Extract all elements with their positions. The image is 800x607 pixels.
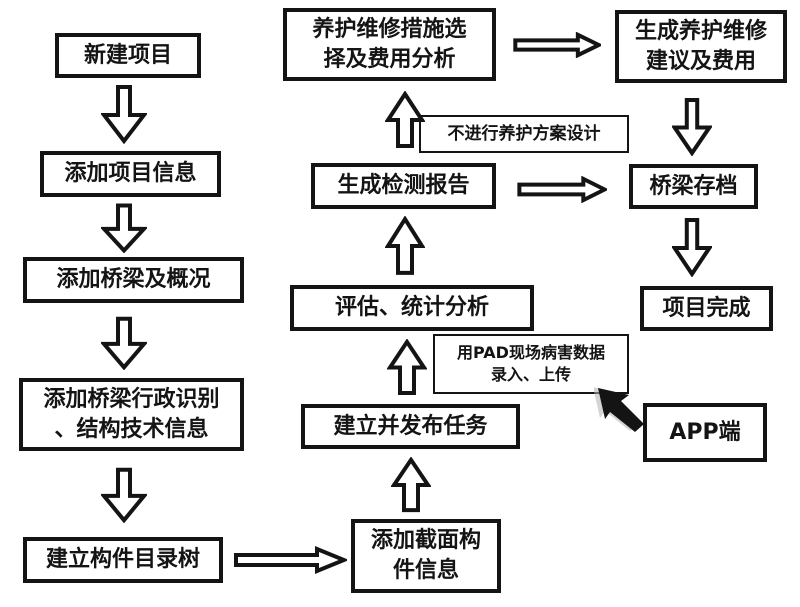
flow-node-new-project-label: 新建项目	[83, 42, 172, 68]
flow-node-generate-inspection-report: 生成检测报告	[311, 163, 496, 209]
flow-node-bridge-archive: 桥梁存档	[629, 164, 758, 209]
flow-node-add-project-info: 添加项目信息	[40, 151, 221, 197]
flow-node-add-section-component-info: 添加截面构 件信息	[351, 519, 501, 593]
annotation-no-maintenance-plan-design-label: 不进行养护方案设计	[447, 123, 601, 144]
flow-node-project-complete-label: 项目完成	[662, 295, 751, 321]
arrow-down-add-bridge-admin-info-to-build-component-tree	[101, 467, 147, 523]
annotation-pad-field-data-upload-label: 用PAD现场病害数据 录入、上传	[457, 343, 605, 384]
arrow-down-add-bridge-overview-to-add-bridge-admin-info	[101, 316, 147, 370]
annotation-pad-field-data-upload: 用PAD现场病害数据 录入、上传	[433, 334, 629, 394]
arrow-right-maintenance-measures-to-generate-suggestion	[513, 32, 601, 58]
arrow-down-new-project-to-add-project-info	[101, 84, 147, 144]
arrow-up-add-section-component-to-create-publish-task	[391, 457, 431, 513]
flow-node-add-project-info-label: 添加项目信息	[64, 161, 197, 187]
flow-node-create-publish-task-label: 建立并发布任务	[333, 413, 488, 439]
flow-node-project-complete: 项目完成	[640, 286, 773, 331]
flow-node-add-bridge-admin-info-label: 添加桥梁行政识别 、结构技术信息	[43, 386, 220, 442]
flow-node-maintenance-measure-selection: 养护维修措施选 择及费用分析	[283, 8, 496, 81]
arrow-up-generate-report-to-maintenance-measures	[385, 91, 425, 149]
annotation-no-maintenance-plan-design: 不进行养护方案设计	[419, 115, 629, 153]
flow-node-add-bridge-overview-label: 添加桥梁及概况	[56, 267, 211, 293]
arrow-up-evaluate-statistics-to-generate-report	[385, 216, 425, 276]
flow-node-app-side: APP端	[643, 403, 767, 462]
flow-node-build-component-tree: 建立构件目录树	[23, 537, 223, 583]
flow-node-bridge-archive-label: 桥梁存档	[649, 173, 738, 199]
cursor-pointer-app-to-pad-annotation	[594, 387, 644, 432]
flow-node-add-bridge-admin-info: 添加桥梁行政识别 、结构技术信息	[19, 378, 244, 451]
arrow-right-build-component-tree-to-add-section-component	[233, 546, 347, 574]
arrow-down-add-project-info-to-add-bridge-overview	[101, 203, 147, 253]
flow-node-app-side-label: APP端	[669, 419, 741, 445]
flow-node-add-bridge-overview: 添加桥梁及概况	[23, 257, 244, 303]
flow-node-maintenance-measure-selection-label: 养护维修措施选 择及费用分析	[312, 16, 467, 72]
arrow-down-generate-suggestion-to-bridge-archive	[672, 97, 712, 156]
flow-node-evaluate-statistics-label: 评估、统计分析	[334, 295, 489, 321]
flow-node-build-component-tree-label: 建立构件目录树	[45, 547, 200, 573]
arrow-up-create-publish-task-to-evaluate-statistics	[387, 339, 427, 396]
flow-node-add-section-component-info-label: 添加截面构 件信息	[370, 528, 481, 583]
flow-node-evaluate-statistics: 评估、统计分析	[290, 285, 534, 331]
arrow-down-bridge-archive-to-project-complete	[672, 217, 712, 277]
arrow-right-generate-report-to-bridge-archive	[517, 176, 607, 203]
flow-node-new-project: 新建项目	[55, 33, 201, 78]
flow-node-create-publish-task: 建立并发布任务	[301, 404, 520, 449]
flow-node-generate-inspection-report-label: 生成检测报告	[337, 173, 470, 199]
flow-node-generate-maintenance-suggestion: 生成养护维修 建议及费用	[615, 10, 787, 83]
flow-node-generate-maintenance-suggestion-label: 生成养护维修 建议及费用	[634, 18, 767, 74]
